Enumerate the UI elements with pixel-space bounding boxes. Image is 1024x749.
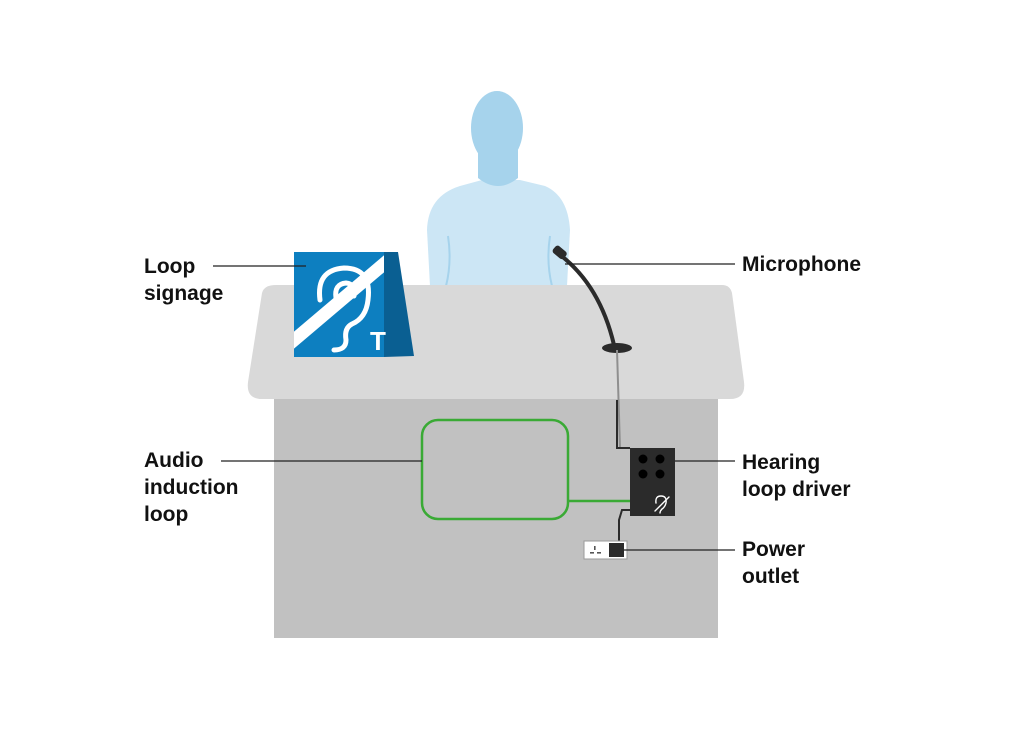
- loop-signage: T: [294, 252, 414, 357]
- signage-t-letter: T: [370, 326, 386, 356]
- microphone: [552, 245, 632, 353]
- sign-side: [384, 252, 414, 357]
- audio-induction-loop: [420, 418, 570, 521]
- leader-lines: [213, 263, 735, 551]
- figure-head: [471, 91, 523, 165]
- power-socket-icon: [590, 546, 601, 554]
- microphone-head: [552, 245, 567, 260]
- driver-knob: [655, 469, 665, 479]
- microphone-cable-lower: [616, 400, 630, 449]
- driver-box: [630, 448, 675, 516]
- microphone-cable: [616, 349, 621, 449]
- power-cable: [618, 509, 630, 544]
- label-power-outlet: Power outlet: [742, 538, 806, 588]
- figure-arm-line-right: [547, 235, 553, 287]
- power-plug: [609, 543, 624, 557]
- label-microphone: Microphone: [742, 253, 861, 276]
- power-outlet: [583, 540, 628, 560]
- driver-knob: [638, 454, 648, 464]
- label-hearing-loop-driver: Hearing loop driver: [742, 451, 851, 501]
- label-audio-induction-loop: Audio induction loop: [144, 449, 239, 526]
- hearing-loop-ear-icon: [317, 265, 371, 353]
- lectern-body: [274, 395, 718, 638]
- speaker-figure: [427, 91, 570, 287]
- microphone-gooseneck: [557, 252, 616, 347]
- label-loop-signage: Loop signage: [144, 255, 224, 305]
- driver-knob: [655, 454, 665, 464]
- driver-knob: [638, 469, 648, 479]
- figure-torso: [427, 180, 570, 286]
- figure-arm-line-left: [445, 235, 451, 287]
- hearing-loop-mini-icon: [654, 495, 670, 514]
- hearing-loop-driver: [630, 448, 675, 516]
- sign-stripe: [294, 255, 384, 349]
- microphone-base: [602, 343, 632, 353]
